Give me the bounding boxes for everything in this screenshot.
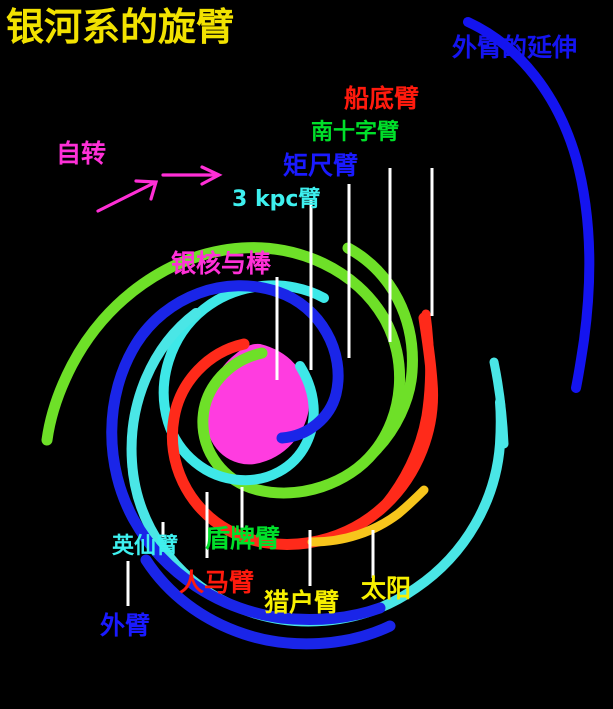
rotation-arrows	[96, 165, 223, 213]
arm-yellow-orion	[307, 485, 429, 547]
label-outer-arm: 外臂	[100, 611, 151, 640]
arm-red-carina	[377, 309, 435, 513]
page-title: 银河系的旋臂	[6, 5, 235, 49]
label-norma-arm: 矩尺臂	[283, 151, 359, 180]
arm-cyan-3kpc	[158, 280, 329, 486]
label-carina-arm: 船底臂	[344, 84, 420, 113]
bulge-bar-shape	[205, 343, 310, 465]
label-scutum-arm: 盾牌臂	[205, 524, 281, 553]
label-perseus-arm: 英仙臂	[112, 534, 179, 559]
arm-blue-extension	[463, 17, 595, 393]
label-sagittarius-arm: 人马臂	[179, 568, 255, 597]
arm-green-outer	[342, 242, 418, 458]
leader-lines	[126, 168, 434, 606]
label-sun: 太阳	[361, 574, 412, 603]
arm-blue-outer	[140, 554, 396, 650]
arm-green-inner	[41, 242, 406, 499]
label-crux-arm: 南十字臂	[311, 120, 400, 145]
label-3kpc-arm: 3 kpc臂	[232, 187, 321, 212]
arm-blue-norma	[106, 280, 386, 626]
label-outer-arm-extension: 外臂的延伸	[452, 33, 578, 62]
label-orion-arm: 猎户臂	[264, 588, 340, 617]
label-rotation: 自转	[56, 139, 107, 168]
label-bulge-and-bar: 银核与棒	[171, 249, 272, 278]
arm-cyan-outer-right	[489, 357, 509, 449]
